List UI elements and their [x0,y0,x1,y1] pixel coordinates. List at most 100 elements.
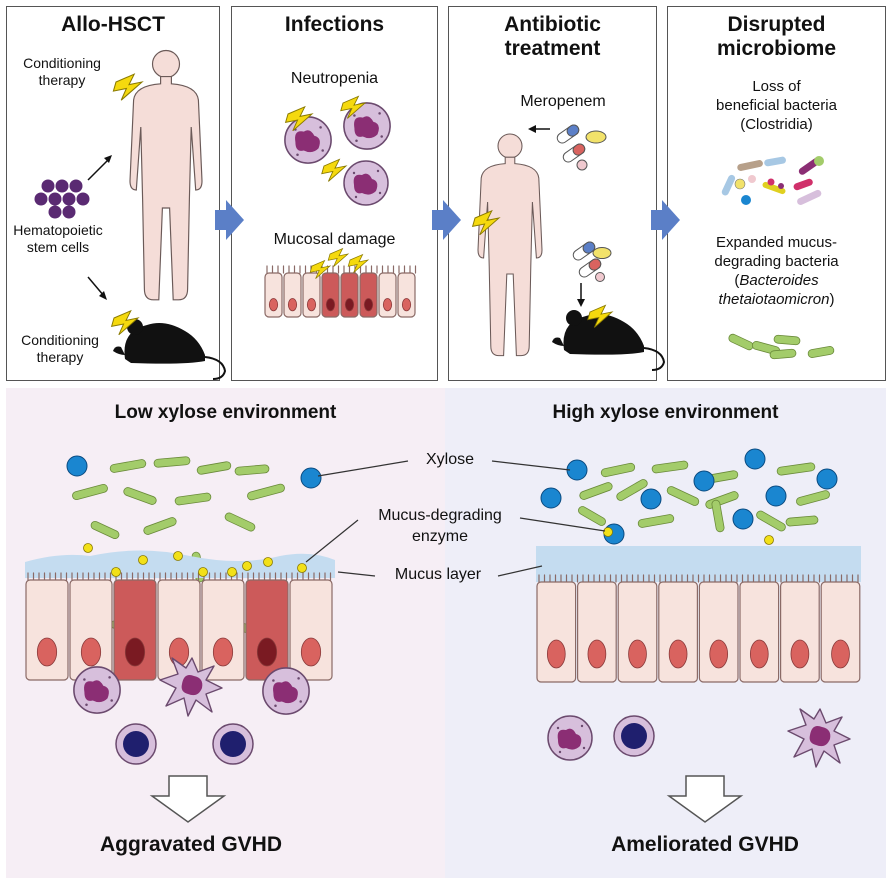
enzyme-dots [603,527,774,545]
bacterium [174,492,212,506]
high-xylose-title: High xylose environment [552,402,779,423]
cell-nucleus [790,639,810,669]
epithelial-cell [289,579,333,681]
cell-nucleus [363,298,374,312]
label-line: Loss of [752,78,801,95]
bacterium [616,479,648,501]
enzyme-dot [198,567,208,577]
label-line: Conditioning [23,55,101,71]
epithelial-cell [201,579,245,681]
cell-nucleus [300,637,322,667]
cell-nucleus [382,298,393,312]
epithelial-cell [25,579,69,681]
epithelium [264,248,417,318]
label-line: (Bacteroides [667,271,886,290]
cell-nucleus [306,298,317,312]
bacterium [234,464,270,476]
arrow-icon [528,125,585,307]
enzyme-dot [242,561,252,571]
bacterium [143,517,177,535]
cell-nucleus [749,639,769,669]
label-line: thetaiotaomicron) [667,290,886,309]
species-name: thetaiotaomicron [718,291,830,308]
label-line: stem cells [26,239,90,255]
bacterium [705,491,739,509]
cell-nucleus [709,639,729,669]
conditioning-label-bottom: Conditioning therapy [8,332,112,366]
bacterium [785,515,819,527]
label-line: therapy [38,72,86,88]
enzyme-dot [111,567,121,577]
enzyme-label: Mucus-degrading enzyme [350,505,530,547]
cell-nucleus [212,637,234,667]
human-figure [477,133,543,357]
arrow-icon [87,155,112,300]
lightning-icon [327,248,349,267]
mucus-layer-label: Mucus layer [394,566,482,583]
aggravated-gvhd-label: Aggravated GVHD [99,833,283,856]
cell-nucleus [287,298,298,312]
neutropenia-label: Neutropenia [290,70,379,87]
pill-icon [554,122,612,282]
bacterium [637,514,675,528]
species-name: Bacteroides [739,272,819,289]
enzyme-dot [297,563,307,573]
allo-hsct-title: Allo-HSCT [61,13,165,36]
label-line: therapy [36,349,84,365]
enzyme-dot [263,557,273,567]
bacterium [600,462,636,478]
down-arrow-icon [149,775,227,823]
title-line: Antibiotic [504,13,601,36]
label-line: degrading bacteria [714,253,839,270]
label-line: beneficial bacteria [716,97,837,114]
epithelial-cell [658,581,698,683]
stem-cells-label: Hematopoietic stem cells [8,222,108,256]
stem-cells [34,179,90,219]
bacterium [224,512,256,532]
arrow-icon [215,200,680,240]
cell-nucleus [831,639,850,669]
cell-nucleus [80,637,102,667]
label-line: Expanded mucus- [716,234,837,251]
leader-lines [305,460,606,577]
cell-nucleus [36,637,58,667]
epithelial-cell [779,581,820,683]
cell-nucleus [401,298,412,312]
cell-nucleus [325,298,336,312]
damaged-epithelial-cell [113,579,157,681]
bacteroides [728,333,835,360]
bacterium [196,461,232,475]
infections-title: Infections [284,13,385,36]
bacterium [756,510,786,532]
down-arrow-icon [666,775,744,823]
epithelial-cell [698,581,739,683]
mucosal-damage-label: Mucosal damage [273,231,396,248]
cell-nucleus [344,298,355,312]
bacterium [651,460,689,474]
bacterium [90,520,120,540]
lightning-icon [347,254,369,273]
xylose-label: Xylose [425,451,475,468]
cell-nucleus [124,637,146,667]
cell-nucleus [628,639,647,669]
epithelium [25,572,333,681]
low-xylose-title: Low xylose environment [114,402,337,423]
title-line: microbiome [716,37,837,60]
bacterium [666,486,700,506]
mucus-layer [25,550,335,578]
enzyme-dot [227,567,237,577]
immune-cells [547,708,851,768]
label-line: Conditioning [21,332,99,348]
epithelium [536,574,861,683]
bacterium [578,506,606,526]
label-line: enzyme [411,528,469,545]
infections-panel [231,6,438,381]
epithelial-cell [536,581,577,683]
meropenem-label: Meropenem [520,93,606,110]
epithelial-cell [739,581,780,683]
label-line: Hematopoietic [13,222,103,238]
xylose-molecule [66,455,322,489]
ameliorated-gvhd-label: Ameliorated GVHD [611,833,799,856]
cell-nucleus [256,637,278,667]
